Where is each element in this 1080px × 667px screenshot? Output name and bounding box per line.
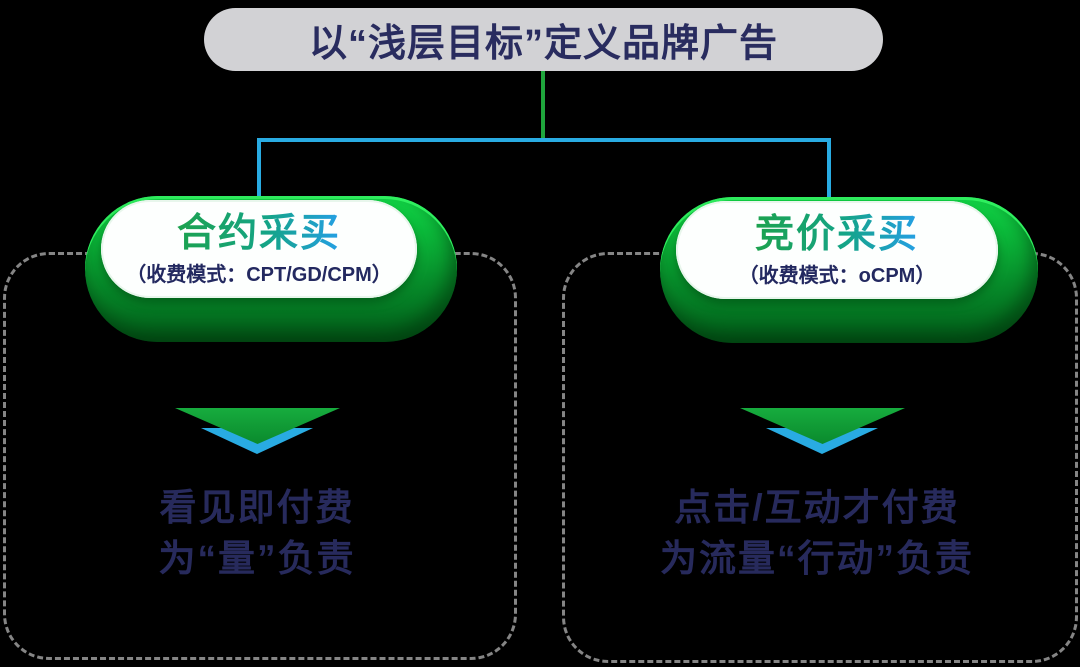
contract-buying-pill-face: 合约采买 （收费模式：CPT/GD/CPM） [101,200,417,298]
contract-buying-heading: 合约采买 [176,211,341,255]
connector-horizontal-line [257,138,831,142]
connector-trunk-line [541,71,545,140]
bidding-result-line1: 点击/互动才付费 [674,487,960,528]
bidding-result-text: 点击/互动才付费 为流量“行动”负责 [562,482,1072,584]
bidding-buying-pricing-model: （收费模式：oCPM） [738,264,936,287]
contract-buying-pill: 合约采买 （收费模式：CPT/GD/CPM） [85,196,457,342]
bidding-buying-pill: 竞价采买 （收费模式：oCPM） [660,197,1038,343]
connector-right-drop-line [827,138,831,202]
diagram-title-pill: 以“浅层目标”定义品牌广告 [204,8,883,71]
contract-result-line2: 为“量”负责 [158,538,356,579]
connector-left-drop-line [257,138,261,200]
bidding-result-line2: 为流量“行动”负责 [660,538,974,579]
diagram-title: 以“浅层目标”定义品牌广告 [308,23,778,65]
contract-result-line1: 看见即付费 [159,487,355,528]
contract-result-text: 看见即付费 为“量”负责 [3,482,511,584]
bidding-buying-pill-face: 竞价采买 （收费模式：oCPM） [676,201,998,299]
bidding-buying-heading: 竞价采买 [754,212,919,256]
contract-buying-pricing-model: （收费模式：CPT/GD/CPM） [126,263,392,286]
